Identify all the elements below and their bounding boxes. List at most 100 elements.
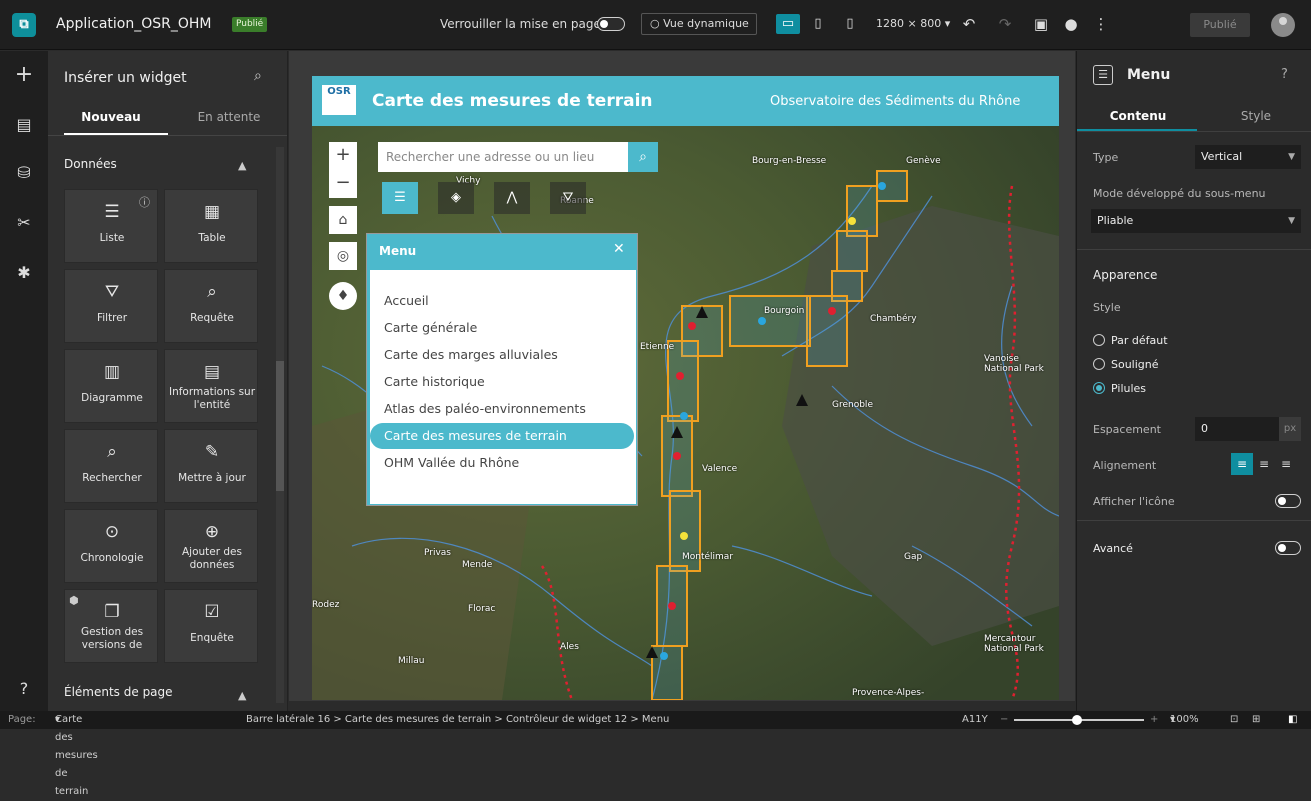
avatar[interactable] [1271,13,1295,37]
tab-content[interactable]: Contenu [1109,109,1167,123]
locate-icon[interactable]: ◎ [329,242,357,270]
zoom-slider-handle[interactable] [1072,715,1082,725]
menu-item-field-measurements[interactable]: Carte des mesures de terrain [370,423,634,449]
style-option-pills[interactable]: Pilules [1093,382,1146,395]
place-label: Ales [560,642,579,652]
layers-tool-icon[interactable]: ◈ [438,182,474,214]
zoom-in-icon[interactable]: + [1150,714,1159,725]
spacing-label: Espacement [1093,423,1161,436]
widget-tile-timeline[interactable]: ⊙ Chronologie [64,509,158,583]
alignment-label: Alignement [1093,459,1157,472]
tab-style[interactable]: Style [1240,109,1272,123]
resolution-select[interactable]: 1280 × 800 ▾ [876,17,950,30]
data-icon[interactable]: ⛁ [17,163,31,182]
widget-tile-list[interactable]: ☰ ⓘ Liste [64,189,158,263]
place-label: Mercantour National Park [984,634,1044,654]
widget-tile-version[interactable]: ⬢ ❐ Gestion des versions de [64,589,158,663]
search-input[interactable]: Rechercher une adresse ou un lieu [378,142,628,172]
widget-tile-feature-info[interactable]: ▤ Informations sur l'entité [164,349,258,423]
undo-icon[interactable]: ↶ [962,15,976,33]
menu-item-home[interactable]: Accueil [384,293,429,308]
style-option-label: Par défaut [1111,334,1168,347]
menu-tool-icon[interactable]: ☰ [382,182,418,214]
home-icon[interactable]: ⌂ [329,206,357,234]
type-select[interactable]: Vertical▼ [1195,145,1301,169]
app-logo-icon: ⧉ [12,13,36,37]
list-icon: ☰ [104,202,120,222]
widget-tile-add-data[interactable]: ⊕ Ajouter des données [164,509,258,583]
style-option-default[interactable]: Par défaut [1093,334,1168,347]
page-select-value: Carte des mesures de terrain [55,714,98,797]
tab-pending[interactable]: En attente [197,110,261,124]
tablet-device-icon[interactable]: ▯ [814,16,822,31]
search-icon: ⌕ [107,442,117,462]
radio-button[interactable] [1093,358,1105,370]
style-option-underline[interactable]: Souligné [1093,358,1159,371]
search-icon[interactable]: ⌕ [254,68,262,84]
menu-list: Accueil Carte générale Carte des marges … [370,270,636,504]
chart-tool-icon[interactable]: ⋀ [494,182,530,214]
widget-tile-query[interactable]: ⌕ Requête [164,269,258,343]
radio-button[interactable] [1093,382,1105,394]
page-icon[interactable]: ▤ [16,115,32,134]
save-icon[interactable]: ▣ [1033,15,1049,33]
desktop-device-icon[interactable]: ▭ [776,14,800,34]
widget-tile-edit[interactable]: ✎ Mettre à jour [164,429,258,503]
redo-icon[interactable]: ↷ [998,15,1012,33]
section-data-title: Données [64,157,117,171]
preview-icon[interactable]: ● [1064,15,1078,33]
fit-screen-icon[interactable]: ⊡ [1230,714,1239,725]
compass-icon[interactable]: ♦ [329,282,357,310]
menu-item-paleo-atlas[interactable]: Atlas des paléo-environnements [384,401,586,416]
submenu-mode-select[interactable]: Pliable▼ [1091,209,1301,233]
align-center-icon[interactable]: ≡ [1258,457,1270,471]
widget-tile-label: Table [198,232,226,244]
grid-icon[interactable]: ⊞ [1252,714,1261,725]
menu-item-general-map[interactable]: Carte générale [384,320,478,335]
menu-item-ohm-rhone[interactable]: OHM Vallée du Rhône [384,455,520,470]
widget-tile-table[interactable]: ▦ Table [164,189,258,263]
zoom-out-button[interactable]: − [329,170,357,198]
close-icon[interactable]: ✕ [613,241,625,257]
phone-device-icon[interactable]: ▯ [846,16,854,31]
a11y-button[interactable]: A11Y [962,714,988,725]
widget-tile-survey[interactable]: ☑ Enquête [164,589,258,663]
align-right-icon[interactable]: ≡ [1280,457,1292,471]
lock-layout-toggle[interactable] [597,17,625,31]
panel-toggle-icon[interactable]: ◧ [1288,714,1298,725]
map-view[interactable]: Bourg-en-Bresse Genève Vichy Roanne Bour… [312,126,1059,700]
dynamic-view-button[interactable]: ○ Vue dynamique [641,13,757,35]
align-left-icon[interactable]: ≡ [1231,453,1253,475]
spacing-input[interactable]: 0 [1195,417,1279,441]
widget-tile-search[interactable]: ⌕ Rechercher [64,429,158,503]
publish-button[interactable]: Publié [1190,13,1250,37]
more-options-icon[interactable]: ⋮ [1093,15,1109,33]
info-icon[interactable]: ⓘ [139,196,150,209]
tools-icon[interactable]: ✂ [17,213,31,232]
theme-palette-icon[interactable]: ✱ [17,263,31,282]
help-icon[interactable]: ? [1281,67,1288,82]
tab-new[interactable]: Nouveau [81,110,141,124]
advanced-toggle[interactable] [1275,541,1301,555]
widget-tile-label: Enquête [190,632,234,644]
breadcrumb[interactable]: Barre latérale 16 > Carte des mesures de… [246,714,670,725]
add-widget-icon[interactable]: + [14,62,34,87]
filter-tool-icon[interactable]: ⛛ [550,182,586,214]
chevron-up-icon[interactable]: ▲ [238,159,247,172]
search-icon[interactable]: ⌕ [628,142,658,172]
show-icon-toggle[interactable] [1275,494,1301,508]
scrollbar-thumb[interactable] [276,361,284,491]
menu-item-alluvial-margins[interactable]: Carte des marges alluviales [384,347,558,362]
menu-item-historical-map[interactable]: Carte historique [384,374,485,389]
resolution-value: 1280 × 800 [876,17,942,30]
radio-button[interactable] [1093,334,1105,346]
widget-tile-filter[interactable]: ⛛ Filtrer [64,269,158,343]
zoom-in-button[interactable]: + [329,142,357,170]
chevron-up-icon[interactable]: ▲ [238,689,247,702]
section-divider [1077,520,1311,521]
widget-tile-chart[interactable]: ▥ Diagramme [64,349,158,423]
zoom-out-icon[interactable]: − [1000,714,1009,725]
help-icon[interactable]: ? [19,679,29,698]
widget-tile-label: Rechercher [82,472,142,484]
version-icon: ❐ [104,602,120,622]
